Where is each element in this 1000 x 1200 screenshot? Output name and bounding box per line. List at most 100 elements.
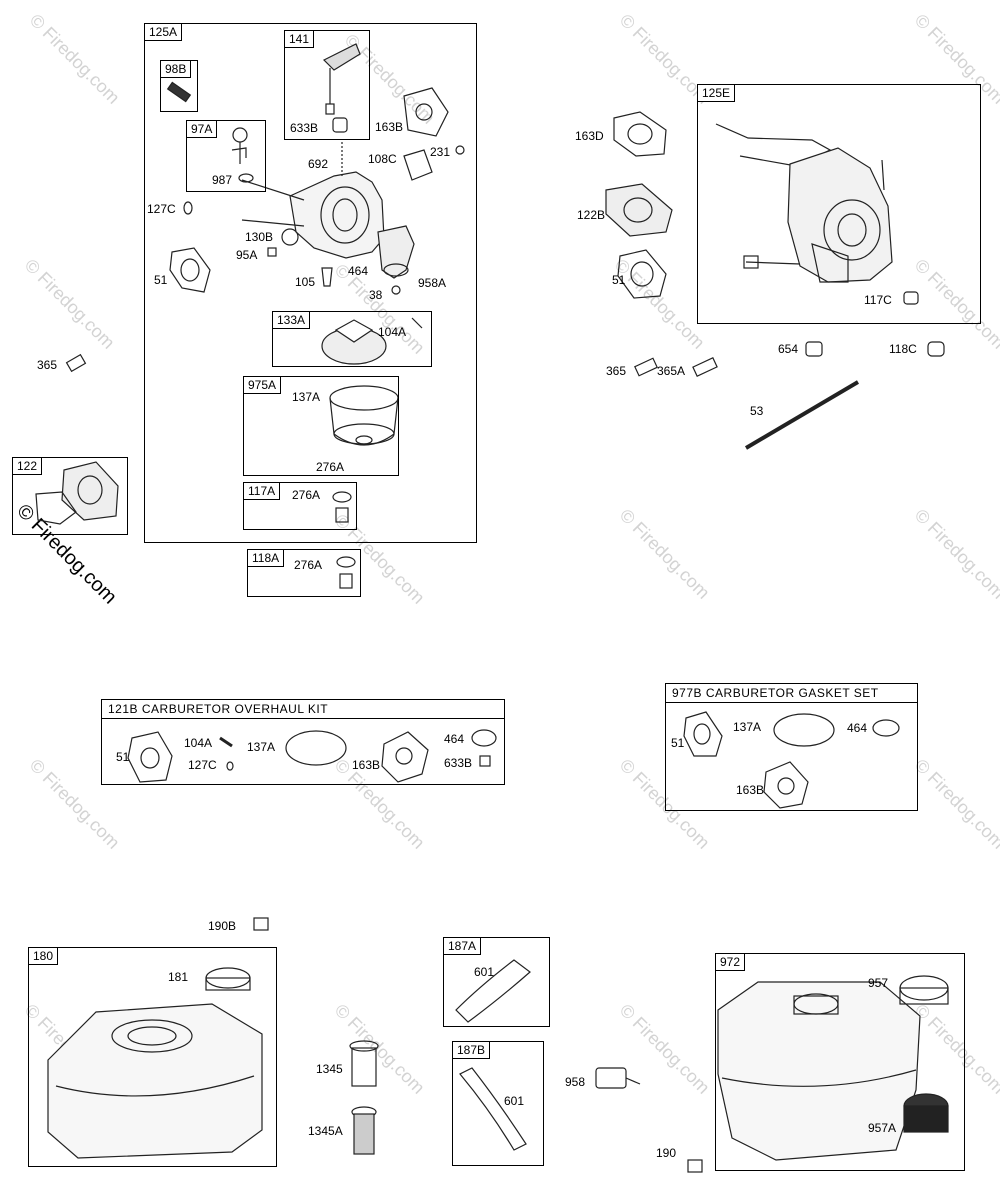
assembly-box-187b: 187B: [452, 1041, 544, 1166]
part-label-633b: 633B: [444, 756, 473, 770]
float-133a-drawing: [321, 317, 423, 365]
part-label-190: 190: [656, 1146, 677, 1160]
part-label-163d: 163D: [575, 129, 604, 143]
fitting-118a-drawing: [336, 556, 356, 589]
part-label-104a: 104A: [184, 736, 213, 750]
bolt-190-drawing: [687, 1159, 703, 1173]
part-label-654: 654: [778, 342, 799, 356]
part-label-231: 231: [430, 145, 451, 159]
assembly-box-125e: 125E: [697, 84, 981, 324]
part-label-127c: 127C: [188, 758, 217, 772]
part-label-38: 38: [369, 288, 383, 302]
part-label-1345: 1345: [316, 1062, 343, 1076]
fuel-tank-180-drawing: [47, 967, 263, 1159]
part-label-958a: 958A: [418, 276, 447, 290]
part-label-137a: 137A: [292, 390, 321, 404]
part-label-130b: 130B: [245, 230, 274, 244]
nut-654-drawing: [805, 341, 823, 357]
assembly-tag-118a: 118A: [247, 549, 285, 567]
assembly-tag-187a: 187A: [443, 937, 482, 955]
assembly-tag-122: 122: [12, 457, 43, 475]
part-label-163b: 163B: [352, 758, 381, 772]
kit-121b-parts: [127, 729, 497, 783]
part-label-108c: 108C: [368, 152, 397, 166]
fitting-117a-drawing: [332, 491, 352, 523]
part-label-51: 51: [612, 273, 626, 287]
carburetor-125a-drawing: [241, 142, 415, 279]
filter-1345-drawing: [349, 1040, 379, 1087]
kit-title-121b: 121B CARBURETOR OVERHAUL KIT: [102, 700, 504, 719]
part-label-127c: 127C: [147, 202, 176, 216]
part-label-692: 692: [308, 157, 329, 171]
part-label-51: 51: [671, 736, 685, 750]
assembly-tag-125a: 125A: [144, 23, 183, 41]
part-label-104a: 104A: [378, 325, 407, 339]
assembly-box-187a: 187A: [443, 937, 550, 1027]
part-label-957a: 957A: [868, 1121, 897, 1135]
part-label-51: 51: [154, 273, 168, 287]
part-label-181: 181: [168, 970, 189, 984]
assembly-tag-180: 180: [28, 947, 59, 965]
subassembly-box-975a: 975A: [243, 376, 399, 476]
part-label-987: 987: [212, 173, 233, 187]
part-label-601: 601: [504, 1094, 525, 1108]
bolt-365b-drawing: [634, 357, 658, 377]
assembly-box-972: 972: [715, 953, 965, 1171]
part-label-190b: 190B: [208, 919, 237, 933]
part-label-958: 958: [565, 1075, 586, 1089]
bolt-190b-drawing: [253, 917, 269, 931]
assembly-tag-972: 972: [715, 953, 746, 971]
assembly-tag-125e: 125E: [697, 84, 736, 102]
part-label-163b: 163B: [736, 783, 765, 797]
assembly-box-118a: 118A: [247, 549, 361, 597]
subassembly-tag-133a: 133A: [272, 311, 311, 329]
part-label-122b: 122B: [577, 208, 606, 222]
spacer-122-drawing: [35, 461, 119, 525]
part-label-1345a: 1345A: [308, 1124, 343, 1138]
bolt-365a-drawing: [692, 357, 718, 377]
subassembly-tag-98b: 98B: [160, 60, 192, 78]
assembly-box-180: 180: [28, 947, 277, 1167]
gasket-163b-drawing: [403, 87, 449, 137]
part-label-464: 464: [444, 732, 465, 746]
part-label-464: 464: [348, 264, 369, 278]
subassembly-box-98b: 98B: [160, 60, 198, 112]
part-label-601: 601: [474, 965, 495, 979]
bolt-365-drawing: [65, 353, 87, 373]
part-label-957: 957: [868, 976, 889, 990]
disc-130b-drawing: [281, 228, 299, 246]
assembly-box-125a: 125A: [144, 23, 477, 543]
screw-231-drawing: [455, 145, 465, 155]
screw-98b-drawing: [166, 81, 192, 103]
valve-958-drawing: [595, 1067, 641, 1089]
part-label-118c: 118C: [889, 342, 917, 356]
part-label-137a: 137A: [733, 720, 762, 734]
assembly-box-122: 122: [12, 457, 128, 535]
subassembly-box-97a: 97A: [186, 120, 266, 192]
gasket-51-drawing: [169, 247, 211, 293]
hose-187a-drawing: [455, 959, 531, 1023]
subassembly-tag-117a: 117A: [243, 482, 281, 500]
gasket-163d-drawing: [613, 111, 667, 157]
kit-title-977b: 977B CARBURETOR GASKET SET: [666, 684, 917, 703]
assembly-tag-187b: 187B: [452, 1041, 491, 1059]
part-label-365: 365: [37, 358, 58, 372]
stud-53-drawing: [744, 380, 860, 450]
gasket-51b-drawing: [617, 249, 667, 299]
kit-box-977b: 977B CARBURETOR GASKET SET: [665, 683, 918, 811]
ring-127c-drawing: [183, 201, 193, 215]
subassembly-box-141: 141: [284, 30, 370, 140]
subassembly-box-133a: 133A: [272, 311, 432, 367]
part-label-464: 464: [847, 721, 868, 735]
fitting-117c-drawing: [903, 291, 919, 305]
part-label-276a: 276A: [316, 460, 345, 474]
part-label-95a: 95A: [236, 248, 258, 262]
part-label-53: 53: [750, 404, 764, 418]
hose-187b-drawing: [459, 1067, 527, 1151]
part-label-117c: 117C: [864, 293, 892, 307]
part-label-276a: 276A: [294, 558, 323, 572]
fitting-118c-drawing: [927, 341, 945, 357]
part-label-137a: 137A: [247, 740, 276, 754]
filter-1345a-drawing: [351, 1106, 377, 1155]
plate-108c-drawing: [403, 149, 433, 181]
